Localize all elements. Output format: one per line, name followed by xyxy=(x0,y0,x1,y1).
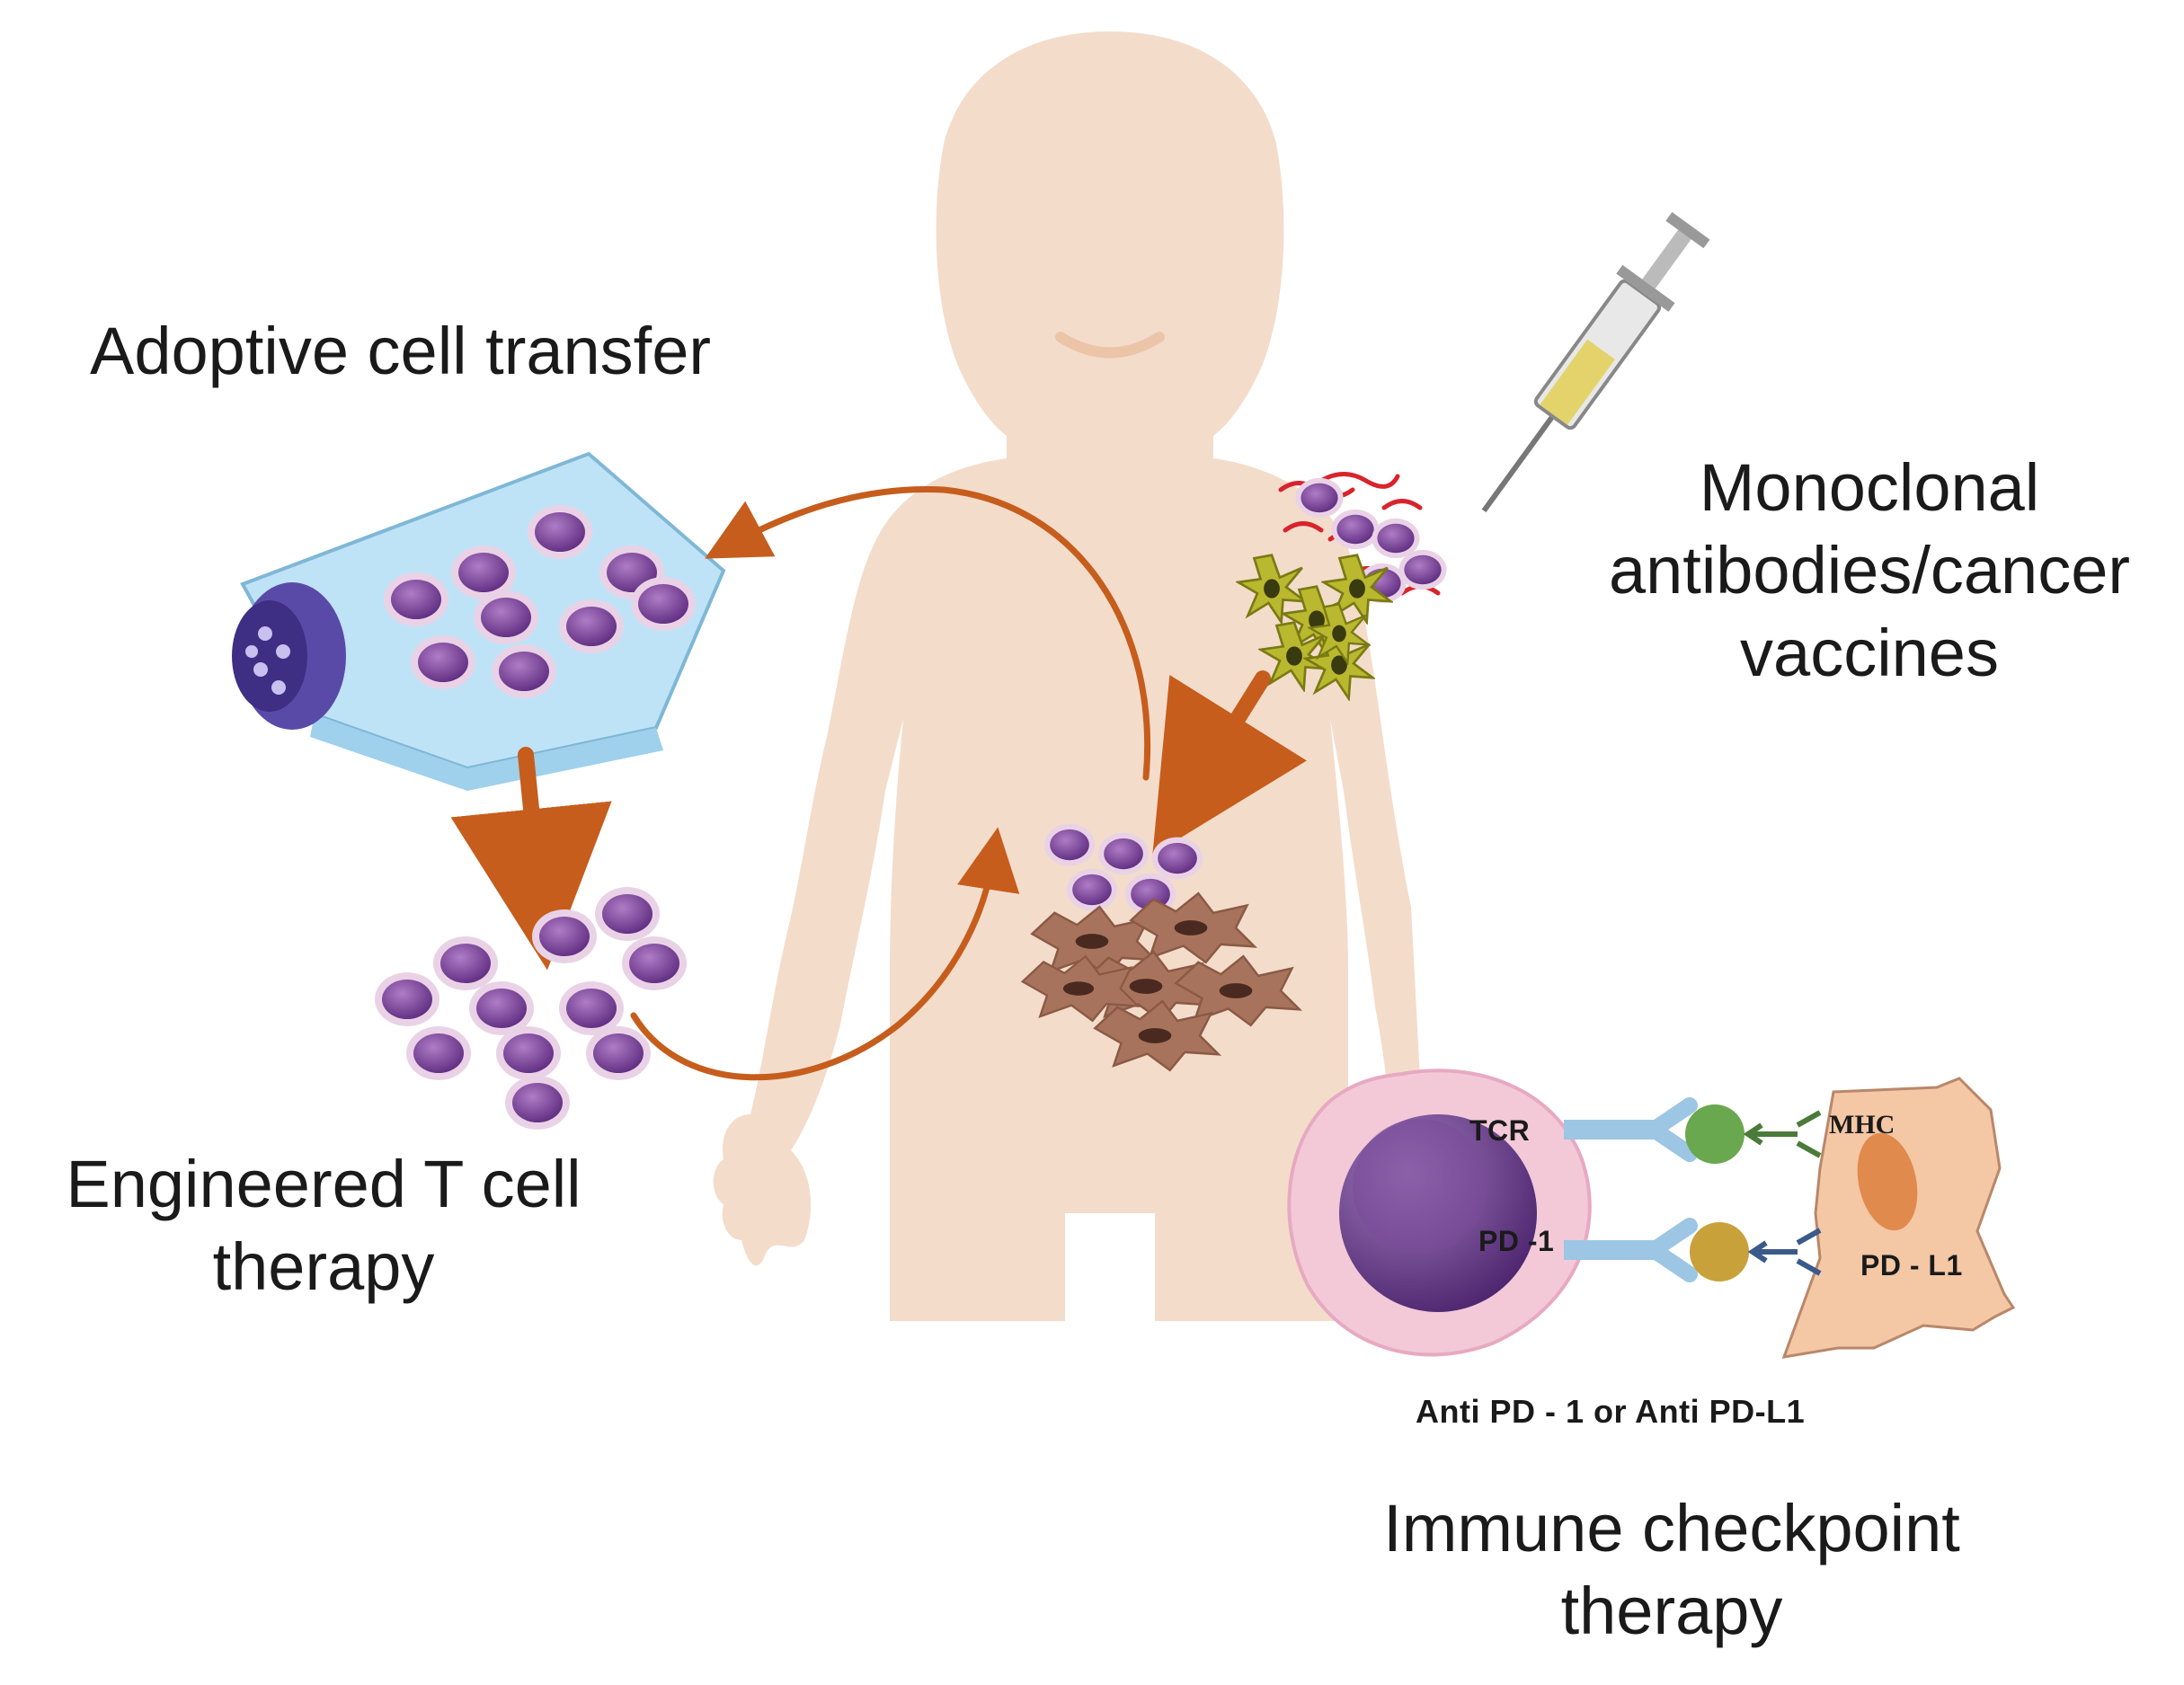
t-cell-icon xyxy=(505,1076,570,1130)
t-cell-icon xyxy=(631,577,696,631)
pd1-receptor-icon xyxy=(1564,1218,1698,1282)
chest-site xyxy=(1237,472,1447,700)
label-line: Monoclonal xyxy=(1699,450,2040,525)
t-cell-icon xyxy=(406,1026,471,1080)
t-cell-icon xyxy=(1066,868,1118,911)
label-pdl1: PD - L1 xyxy=(1860,1249,1963,1281)
mhc-antigen-icon xyxy=(1685,1104,1745,1164)
arrow-body-to-flask xyxy=(705,485,1151,781)
label-engineered-t-cell: Engineered T cell therapy xyxy=(9,1143,638,1308)
label-line: Immune checkpoint xyxy=(1383,1491,1960,1565)
t-cell-icon xyxy=(433,936,498,990)
t-cell-icon xyxy=(1151,837,1203,880)
t-cell-icon xyxy=(528,505,592,559)
flow-arrows xyxy=(450,485,1308,1081)
label-line: Engineered T cell xyxy=(66,1147,582,1221)
t-cell-icon xyxy=(1295,477,1344,519)
label-line: therapy xyxy=(212,1229,435,1304)
label-adoptive-cell-transfer: Adoptive cell transfer xyxy=(90,314,712,388)
label-anti-pd1: Anti PD - 1 or Anti PD-L1 xyxy=(1416,1393,1806,1430)
arrow-flask-to-engineered xyxy=(450,747,612,971)
t-cell-icon xyxy=(384,572,448,626)
t-cell-icon xyxy=(1043,823,1096,866)
t-cell-icon xyxy=(375,972,439,1026)
pdl1-antigen-icon xyxy=(1690,1222,1749,1281)
engineered-t-cells xyxy=(375,887,687,1130)
label-line: vaccines xyxy=(1740,616,1999,690)
label-monoclonal: Monoclonal antibodies/cancer vaccines xyxy=(1573,447,2166,695)
arrow-chest-to-tumor xyxy=(1152,670,1308,856)
t-cell-icon xyxy=(595,887,660,941)
mhc-receptor-icon xyxy=(1743,1110,1822,1158)
t-cell-icon xyxy=(474,590,538,644)
tcr-receptor-icon xyxy=(1564,1097,1698,1162)
t-cell-icon xyxy=(532,909,597,963)
t-cell-icon xyxy=(1097,832,1150,875)
t-cell-icon xyxy=(622,936,687,990)
t-cell-icon xyxy=(411,635,475,689)
arrow-engineered-to-body xyxy=(630,827,1020,1081)
pdl1-receptor-icon xyxy=(1747,1228,1822,1276)
label-pd1: PD -1 xyxy=(1478,1225,1555,1257)
label-line: therapy xyxy=(1560,1574,1783,1648)
label-tcr: TCR xyxy=(1469,1114,1531,1147)
t-cell-icon xyxy=(1331,509,1380,550)
label-mhc: MHC xyxy=(1829,1110,1895,1140)
t-cell-icon xyxy=(586,1026,651,1080)
syringe-icon xyxy=(1481,212,1710,513)
t-cell-icon xyxy=(559,599,624,653)
t-cell-icon xyxy=(496,1026,561,1080)
checkpoint-detail xyxy=(1287,1069,2016,1359)
label-immune-checkpoint: Immune checkpoint therapy xyxy=(1312,1487,2031,1653)
t-cell-icon xyxy=(492,644,556,698)
label-line: antibodies/cancer xyxy=(1608,533,2131,607)
